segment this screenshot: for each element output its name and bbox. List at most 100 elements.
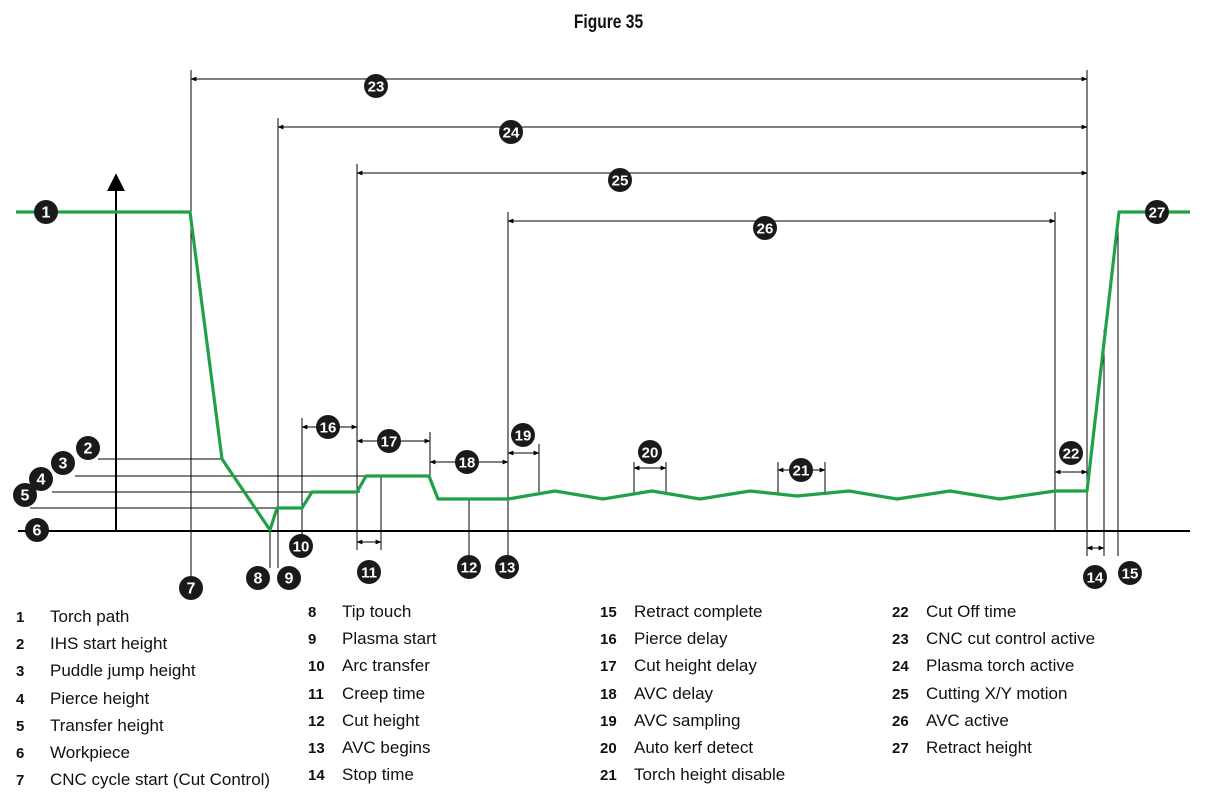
legend-item-16: 16 Pierce delay (600, 625, 785, 652)
callout-badge-19: 19 (511, 423, 535, 447)
callout-circle (364, 74, 388, 98)
callout-circle (638, 440, 662, 464)
legend-number: 6 (16, 744, 25, 762)
legend-text: Plasma start (342, 629, 437, 649)
callout-circle (608, 168, 632, 192)
legend-text: CNC cut control active (926, 629, 1096, 649)
legend-item-2: 2 IHS start height (16, 630, 270, 657)
legend-number: 4 (16, 690, 25, 708)
legend-number: 10 (308, 658, 325, 676)
callout-badge-12: 12 (457, 555, 481, 579)
legend-number: 19 (600, 712, 617, 730)
legend-number: 11 (308, 685, 324, 703)
legend-text: Cut height delay (634, 656, 757, 676)
legend-text: Cutting X/Y motion (926, 683, 1068, 703)
legend-item-18: 18 AVC delay (600, 680, 785, 707)
callout-badge-13: 13 (495, 555, 519, 579)
callout-circle (316, 415, 340, 439)
torch-path (16, 210, 1190, 532)
callout-label: 15 (1122, 566, 1139, 583)
legend-text: CNC cycle start (Cut Control) (50, 770, 271, 790)
callout-badge-8: 8 (246, 566, 270, 590)
callout-badge-1: 1 (34, 200, 58, 224)
callout-label: 11 (361, 565, 377, 582)
legend-text: Cut height (342, 710, 420, 730)
callout-label: 8 (254, 571, 263, 588)
callout-circle (76, 436, 100, 460)
legend-item-4: 4 Pierce height (16, 685, 270, 712)
legend-number: 16 (600, 631, 617, 649)
callout-badge-18: 18 (455, 450, 479, 474)
callout-badge-24: 24 (499, 120, 523, 144)
legend-number: 23 (892, 631, 909, 649)
legend-number: 7 (16, 772, 25, 790)
callout-label: 16 (320, 420, 337, 437)
callout-badge-9: 9 (277, 566, 301, 590)
callout-badge-4: 4 (29, 467, 53, 491)
callout-circle (179, 576, 203, 600)
legend-text: Workpiece (50, 742, 130, 762)
legend-text: AVC begins (342, 737, 431, 757)
legend-number: 25 (892, 685, 909, 703)
callout-badge-16: 16 (316, 415, 340, 439)
legend-number: 2 (16, 636, 25, 654)
callout-label: 26 (757, 221, 774, 238)
callout-label: 24 (503, 125, 520, 142)
callout-badge-14: 14 (1083, 565, 1107, 589)
legend-text: Retract complete (634, 602, 763, 621)
callout-circle (457, 555, 481, 579)
callout-badge-2: 2 (76, 436, 100, 460)
callout-badge-25: 25 (608, 168, 632, 192)
legend-text: Transfer height (50, 715, 164, 735)
callout-label: 9 (285, 571, 294, 588)
callout-label: 4 (37, 472, 46, 489)
callout-label: 17 (381, 434, 398, 451)
legend-number: 9 (308, 631, 317, 649)
legend-text: Pierce height (50, 688, 150, 708)
callout-badge-27: 27 (1145, 200, 1169, 224)
legend-text: IHS start height (50, 634, 168, 654)
callout-label: 22 (1063, 446, 1080, 463)
legend-number: 8 (308, 604, 317, 621)
callout-badge-22: 22 (1059, 441, 1083, 465)
legend-text: AVC sampling (634, 710, 741, 730)
callout-badge-3: 3 (51, 451, 75, 475)
legend-number: 12 (308, 712, 325, 730)
callout-circle (1145, 200, 1169, 224)
callout-label: 3 (59, 456, 68, 473)
callout-badge-20: 20 (638, 440, 662, 464)
legend-text: Pierce delay (634, 629, 728, 649)
legend-text: Auto kerf detect (634, 737, 754, 757)
legend-number: 18 (600, 685, 617, 703)
callout-circle (499, 120, 523, 144)
callout-label: 1 (42, 205, 51, 222)
callout-label: 21 (793, 463, 810, 480)
legend-text: Creep time (342, 683, 426, 703)
callout-label: 20 (642, 445, 659, 462)
legend-number: 3 (16, 663, 25, 681)
callout-circle (1059, 441, 1083, 465)
legend-text: Retract height (926, 737, 1032, 757)
callout-label: 13 (499, 560, 516, 577)
callout-label: 6 (33, 523, 42, 540)
callout-label: 19 (515, 428, 532, 445)
callout-circle (1083, 565, 1107, 589)
callout-circle (357, 560, 381, 584)
legend-text: AVC delay (634, 683, 714, 703)
legend-item-25: 25 Cutting X/Y motion (892, 680, 1095, 707)
callout-circle (1118, 561, 1142, 585)
legend-item-23: 23 CNC cut control active (892, 625, 1095, 652)
